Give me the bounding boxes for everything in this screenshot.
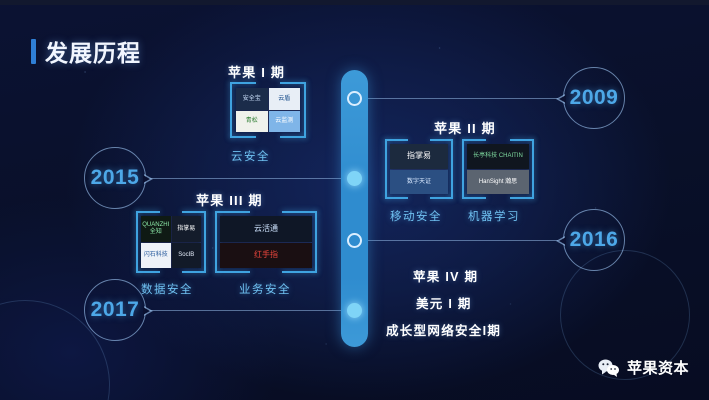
connector-2016: [368, 240, 558, 241]
timeline-bar: [341, 70, 368, 347]
phase3-data-logo-grid: QUANZHI 全知 指掌易 闪石科技 SocIB: [141, 216, 201, 268]
phase-title-2: 苹果 II 期: [434, 121, 496, 136]
zhizhangyi-logo-2: 指掌易: [171, 216, 201, 242]
year-label-2009: 2009: [569, 86, 619, 109]
phase2-frame-ml: [462, 139, 534, 199]
phase3-business-logo-grid: 云活通 红手指: [220, 216, 312, 268]
page-title-group: 发展历程: [31, 34, 141, 68]
connector-2015: [148, 178, 344, 179]
decorative-arc: [560, 250, 690, 380]
wechat-icon: [598, 359, 619, 377]
bottom-item-1: 苹果 IV 期: [413, 270, 479, 284]
hansight-logo: HanSight 瀚思: [467, 169, 529, 194]
category-label-data-security: 数据安全: [141, 284, 193, 296]
phase-title-1: 苹果 I 期: [228, 65, 286, 80]
watermark-label: 苹果资本: [626, 360, 689, 377]
phase1-frame: [230, 82, 306, 138]
blue-circle-logo: 云监测: [268, 110, 300, 132]
zhizhangyi-logo: 指掌易: [390, 144, 448, 169]
hongshouzhi-logo: 红手指: [220, 242, 312, 268]
soclb-logo: SocIB: [171, 242, 201, 268]
category-label-mobile-security: 移动安全: [390, 211, 442, 223]
category-label-business-security: 业务安全: [239, 284, 291, 296]
phase3-frame-data: [136, 211, 206, 273]
bottom-item-2: 美元 I 期: [416, 297, 472, 311]
year-notch-inner-2016: [559, 237, 566, 245]
year-bubble-2009[interactable]: 2009: [556, 67, 625, 129]
connector-2009: [368, 98, 558, 99]
timeline-node-2017[interactable]: [347, 303, 362, 318]
shield-blue-logo: 云盾: [268, 88, 300, 110]
anquanbao-logo: 安全宝: [236, 88, 268, 110]
year-bubble-2017[interactable]: 2017: [84, 279, 153, 341]
shuzitianzheng-logo: 数字天证: [390, 169, 448, 194]
year-bubble-2015[interactable]: 2015: [84, 147, 153, 209]
bottom-item-3: 成长型网络安全I期: [386, 324, 502, 338]
year-bubble-2016[interactable]: 2016: [556, 209, 625, 271]
phase-title-3: 苹果 III 期: [196, 193, 263, 208]
year-notch-inner-2015: [143, 175, 150, 183]
title-accent-bar: [31, 38, 36, 64]
shanshi-logo: 闪石科技: [141, 242, 171, 268]
chaitin-logo: 长亭科技 CHAITIN: [467, 144, 529, 169]
phase1-logo-grid: 安全宝 云盾 青松 云监测: [236, 88, 300, 132]
timeline-node-2015[interactable]: [347, 171, 362, 186]
phase2-mobile-logo-grid: 指掌易 数字天证: [390, 144, 448, 194]
phase2-frame-mobile: [385, 139, 453, 199]
timeline-node-2009[interactable]: [347, 91, 362, 106]
connector-2017: [148, 310, 344, 311]
phase2-ml-logo-grid: 长亭科技 CHAITIN HanSight 瀚思: [467, 144, 529, 194]
phase3-frame-business: [215, 211, 317, 273]
yunhuotong-logo: 云活通: [220, 216, 312, 242]
page-title: 发展历程: [45, 40, 141, 66]
watermark: 苹果资本: [598, 357, 689, 378]
green-bamboo-logo: 青松: [236, 110, 268, 132]
timeline-node-2016[interactable]: [347, 233, 362, 248]
quanzhi-logo: QUANZHI 全知: [141, 216, 171, 242]
year-label-2017: 2017: [90, 298, 140, 321]
year-label-2016: 2016: [569, 228, 619, 251]
category-label-cloud-security: 云安全: [231, 151, 270, 163]
year-notch-inner-2017: [143, 307, 150, 315]
top-edge-bar: [0, 0, 709, 5]
year-notch-inner-2009: [559, 95, 566, 103]
year-label-2015: 2015: [90, 166, 140, 189]
category-label-machine-learning: 机器学习: [468, 211, 520, 223]
